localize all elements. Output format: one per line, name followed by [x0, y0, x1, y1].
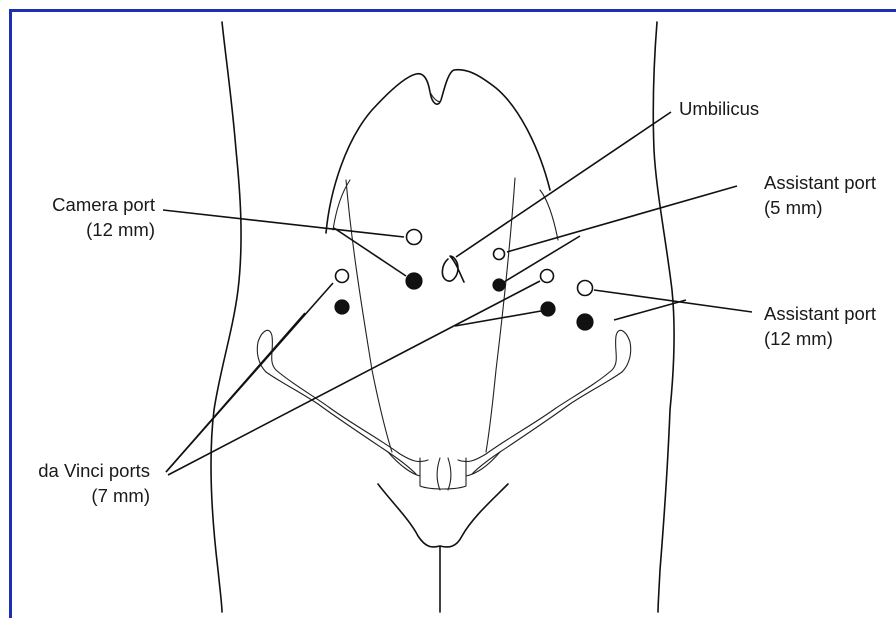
leader-assistant12-b	[614, 300, 686, 320]
davinci-port-right-filled-circle	[541, 302, 555, 316]
costal-margin-right	[540, 190, 558, 240]
pelvis-right-crest	[622, 342, 631, 372]
rib-cage-outline	[326, 70, 550, 233]
label-davinci-line1: da Vinci ports	[38, 460, 150, 481]
leader-davinci-c	[168, 281, 540, 475]
groin-outline	[378, 484, 508, 547]
assistant-port-5mm-filled-circle	[493, 279, 505, 291]
pelvis-left-iliac	[258, 330, 428, 461]
leader-davinci-b	[166, 313, 305, 472]
label-umbilicus: Umbilicus	[679, 98, 759, 119]
costal-margin-left	[333, 180, 350, 230]
pubic-symphysis	[420, 458, 466, 490]
label-assistant-port-12mm-line1: Assistant port	[764, 303, 876, 324]
leader-camera-port-b	[334, 228, 406, 276]
torso-left-outline	[211, 22, 241, 612]
leader-camera-port-a	[163, 210, 404, 237]
assistant-port-5mm-open-circle	[494, 249, 505, 260]
assistant-port-12mm-filled-circle	[577, 314, 593, 330]
label-camera-port-line1: Camera port	[52, 194, 155, 215]
davinci-port-left-filled-circle	[335, 300, 349, 314]
camera-port-filled-circle	[406, 273, 422, 289]
leader-assistant5-a	[507, 186, 737, 252]
rectus-left-line	[346, 180, 392, 452]
assistant-port-12mm-open-circle	[578, 281, 593, 296]
umbilicus-mark	[442, 256, 464, 282]
pelvis-right-iliac	[458, 330, 630, 461]
label-assistant-port-5mm-line2: (5 mm)	[764, 197, 823, 218]
label-assistant-port-12mm-line2: (12 mm)	[764, 328, 833, 349]
torso-right-outline	[653, 22, 674, 612]
label-camera-port-line2: (12 mm)	[86, 219, 155, 240]
davinci-port-left-open-circle	[336, 270, 349, 283]
camera-port-open-circle	[407, 230, 422, 245]
davinci-port-right-open-circle	[541, 270, 554, 283]
rectus-right-line	[486, 178, 515, 452]
label-assistant-port-5mm-line1: Assistant port	[764, 172, 876, 193]
label-davinci-line2: (7 mm)	[91, 485, 150, 506]
